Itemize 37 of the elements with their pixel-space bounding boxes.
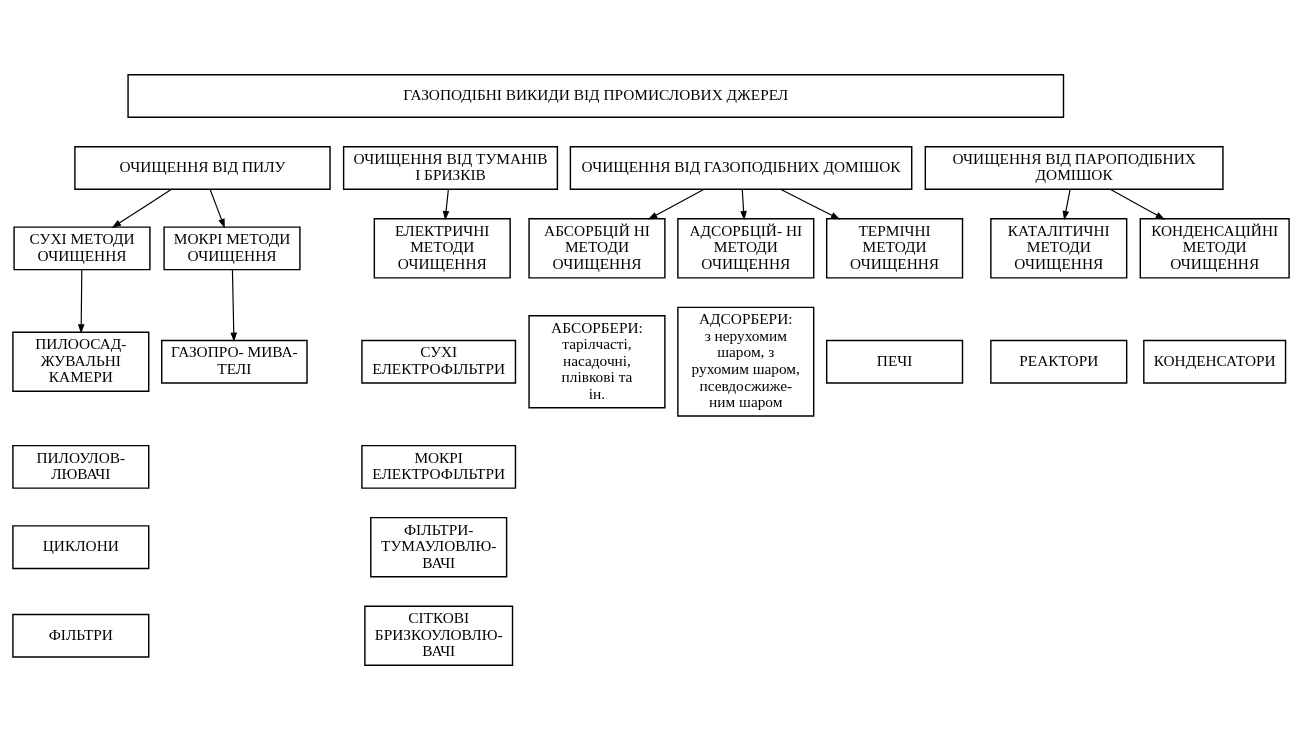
node-box: АДСОРБЦІЙ- НІ МЕТОДИ ОЧИЩЕННЯ xyxy=(677,218,815,279)
node-box: МОКРІ ЕЛЕКТРОФІЛЬТРИ xyxy=(361,444,517,489)
arrow xyxy=(442,189,450,221)
node-box: АДСОРБЕРИ: з нерухомим шаром, з рухомим шаром, псевдосжиже- ним шаром xyxy=(677,306,815,417)
node-box: ГАЗОПОДІБНІ ВИКИДИ ВІД ПРОМИСЛОВИХ ДЖЕРЕЛ xyxy=(127,74,1065,118)
arrow xyxy=(1110,188,1166,220)
arrow xyxy=(1062,189,1071,221)
node-box: ТЕРМІЧНІ МЕТОДИ ОЧИЩЕННЯ xyxy=(826,218,964,279)
arrow xyxy=(647,188,705,220)
node-box: ОЧИЩЕННЯ ВІД ТУМАНІВ І БРИЗКІВ xyxy=(342,146,559,190)
node-box: СІТКОВІ БРИЗКОУЛОВЛЮ- ВАЧІ xyxy=(364,605,514,666)
node-box: ПИЛООСАД- ЖУВАЛЬНІ КАМЕРИ xyxy=(12,331,150,392)
arrow xyxy=(111,188,172,228)
node-box: АБСОРБЦІЙ НІ МЕТОДИ ОЧИЩЕННЯ xyxy=(528,218,666,279)
node-box: РЕАКТОРИ xyxy=(990,339,1128,384)
node-box: ПЕЧІ xyxy=(826,339,964,384)
node-box: МОКРІ МЕТОДИ ОЧИЩЕННЯ xyxy=(163,226,301,271)
node-box: ЦИКЛОНИ xyxy=(12,525,150,570)
node-box: ФІЛЬТРИ xyxy=(12,613,150,658)
arrow xyxy=(230,269,238,343)
node-box: ОЧИЩЕННЯ ВІД ГАЗОПОДІБНИХ ДОМІШОК xyxy=(569,146,913,190)
node-box: ГАЗОПРО- МИВА- ТЕЛІ xyxy=(161,339,308,384)
node-box: ФІЛЬТРИ- ТУМАУЛОВЛЮ- ВАЧІ xyxy=(370,516,508,578)
node-box: СУХІ ЕЛЕКТРОФІЛЬТРИ xyxy=(361,339,517,384)
arrow xyxy=(740,189,747,221)
node-box: КАТАЛІТИЧНІ МЕТОДИ ОЧИЩЕННЯ xyxy=(990,218,1128,279)
arrow xyxy=(77,269,85,334)
node-box: КОНДЕНСАТОРИ xyxy=(1143,339,1287,384)
node-box: КОНДЕНСАЦІЙНІ МЕТОДИ ОЧИЩЕННЯ xyxy=(1139,218,1290,279)
node-box: ОЧИЩЕННЯ ВІД ПИЛУ xyxy=(74,146,331,190)
arrow xyxy=(780,188,841,220)
node-box: ОЧИЩЕННЯ ВІД ПАРОПОДІБНИХ ДОМІШОК xyxy=(924,146,1224,190)
node-box: ПИЛОУЛОВ- ЛЮВАЧІ xyxy=(12,444,150,489)
node-box: СУХІ МЕТОДИ ОЧИЩЕННЯ xyxy=(13,226,151,271)
node-box: ЕЛЕКТРИЧНІ МЕТОДИ ОЧИЩЕННЯ xyxy=(373,218,511,279)
arrow xyxy=(209,189,225,229)
node-box: АБСОРБЕРИ: тарілчасті, насадочні, плівкові та ін. xyxy=(528,314,666,409)
